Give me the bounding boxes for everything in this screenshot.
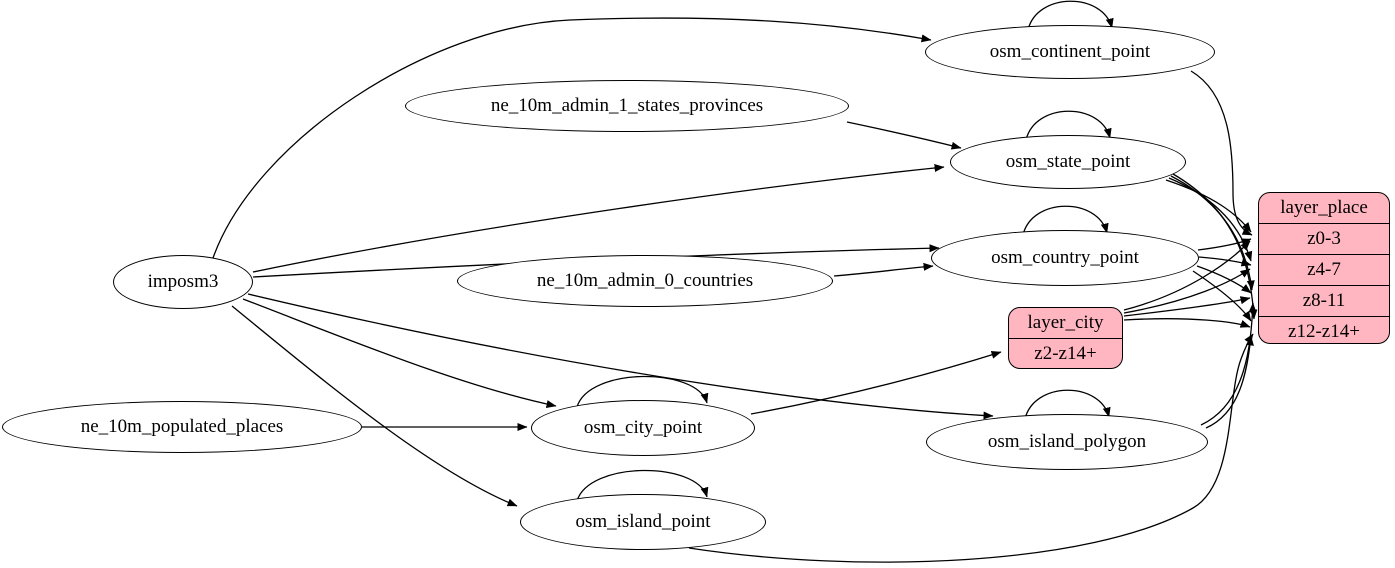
edge-layer_city-layer_place-z8-11	[1123, 296, 1251, 317]
node-osm-island-point-label: osm_island_point	[575, 511, 711, 532]
node-osm-continent-point-label: osm_continent_point	[989, 41, 1151, 62]
edge-osm_state_point-layer_place-z4-7	[1168, 177, 1253, 262]
edge-osm_country_point-layer_place-z4-7	[1198, 256, 1252, 267]
node-ne-10m-admin-1-states-provinces-label: ne_10m_admin_1_states_provinces	[490, 95, 764, 116]
edge-self-loop-osm_island_polygon	[1024, 389, 1111, 420]
edge-imposm3-osm_state_point	[252, 163, 945, 273]
node-imposm3-label: imposm3	[147, 271, 219, 292]
edge-osm_state_point-layer_place-z12-z14	[1172, 173, 1258, 320]
edge-osm_island_polygon-layer_place-z12-z14	[1205, 335, 1254, 429]
layer-place-title: layer_place	[1280, 197, 1368, 218]
node-osm-city-point[interactable]: osm_city_point	[531, 400, 755, 456]
edge-osm_island_point-layer_place-z12-z14	[688, 333, 1254, 563]
edge-osm_city_point-layer_city-z2	[750, 351, 1002, 415]
layer-place-row-z8-11[interactable]: z8-11	[1259, 285, 1389, 316]
node-osm-island-polygon-label: osm_island_polygon	[987, 431, 1147, 452]
layer-city-row-z2-z14[interactable]: z2-z14+	[1009, 338, 1122, 368]
node-osm-country-point-label: osm_country_point	[991, 247, 1139, 268]
edge-ne_10m_admin_0_countries-osm_country_point	[833, 262, 934, 277]
layer-city-title: layer_city	[1027, 312, 1104, 333]
node-ne-10m-populated-places-label: ne_10m_populated_places	[80, 416, 284, 437]
edge-osm_country_point-layer_place-z0-3	[1197, 238, 1252, 251]
edge-imposm3-osm_continent_point	[212, 17, 932, 259]
edge-imposm3-osm_city_point	[242, 298, 557, 408]
edge-osm_state_point-layer_place-z8-11	[1170, 175, 1255, 291]
edge-osm_island_polygon-layer_place-z8-11	[1200, 302, 1257, 426]
layer-place-row-z4-7[interactable]: z4-7	[1259, 254, 1389, 285]
layer-place-row-z12-z14[interactable]: z12-z14+	[1259, 316, 1389, 343]
edge-layer_city-layer_place-z12-z14	[1123, 318, 1251, 328]
edge-self-loop-osm_state_point	[1025, 110, 1112, 141]
edge-layer_city-layer_place-z0-3	[1123, 240, 1251, 311]
node-layer-city[interactable]: layer_city z2-z14+	[1008, 307, 1123, 369]
node-osm-state-point[interactable]: osm_state_point	[950, 135, 1186, 189]
edge-self-loop-osm_city_point	[576, 375, 709, 408]
edge-self-loop-osm_continent_point	[1027, 0, 1114, 31]
edge-layer_city-layer_place-z4-7	[1123, 268, 1251, 314]
layer-place-row-z0-3[interactable]: z0-3	[1259, 223, 1389, 254]
node-osm-city-point-label: osm_city_point	[583, 417, 703, 438]
node-osm-island-point[interactable]: osm_island_point	[520, 494, 766, 550]
edge-osm_state_point-layer_place-z0-3	[1165, 179, 1252, 233]
node-imposm3[interactable]: imposm3	[113, 255, 253, 309]
node-ne-10m-populated-places[interactable]: ne_10m_populated_places	[2, 401, 362, 453]
node-osm-continent-point[interactable]: osm_continent_point	[925, 25, 1215, 79]
edge-osm_continent_point-layer_place-z0-3	[1190, 70, 1253, 236]
node-ne-10m-admin-0-countries[interactable]: ne_10m_admin_0_countries	[457, 255, 833, 307]
node-ne-10m-admin-0-countries-label: ne_10m_admin_0_countries	[536, 270, 754, 291]
edge-ne_10m_admin_1_states_provinces-osm_state_point	[846, 121, 962, 150]
node-osm-country-point[interactable]: osm_country_point	[931, 230, 1199, 286]
node-osm-island-polygon[interactable]: osm_island_polygon	[926, 414, 1208, 470]
edge-imposm3-osm_island_point	[231, 305, 518, 507]
edge-self-loop-osm_island_point	[576, 469, 709, 502]
edge-self-loop-osm_country_point	[1022, 205, 1109, 236]
edge-imposm3-osm_island_polygon	[247, 293, 994, 420]
node-osm-state-point-label: osm_state_point	[1005, 151, 1131, 172]
node-layer-place[interactable]: layer_place z0-3 z4-7 z8-11 z12-z14+	[1258, 192, 1390, 344]
node-ne-10m-admin-1-states-provinces[interactable]: ne_10m_admin_1_states_provinces	[405, 80, 849, 132]
edge-osm_country_point-layer_place-z12-z14	[1192, 270, 1252, 322]
